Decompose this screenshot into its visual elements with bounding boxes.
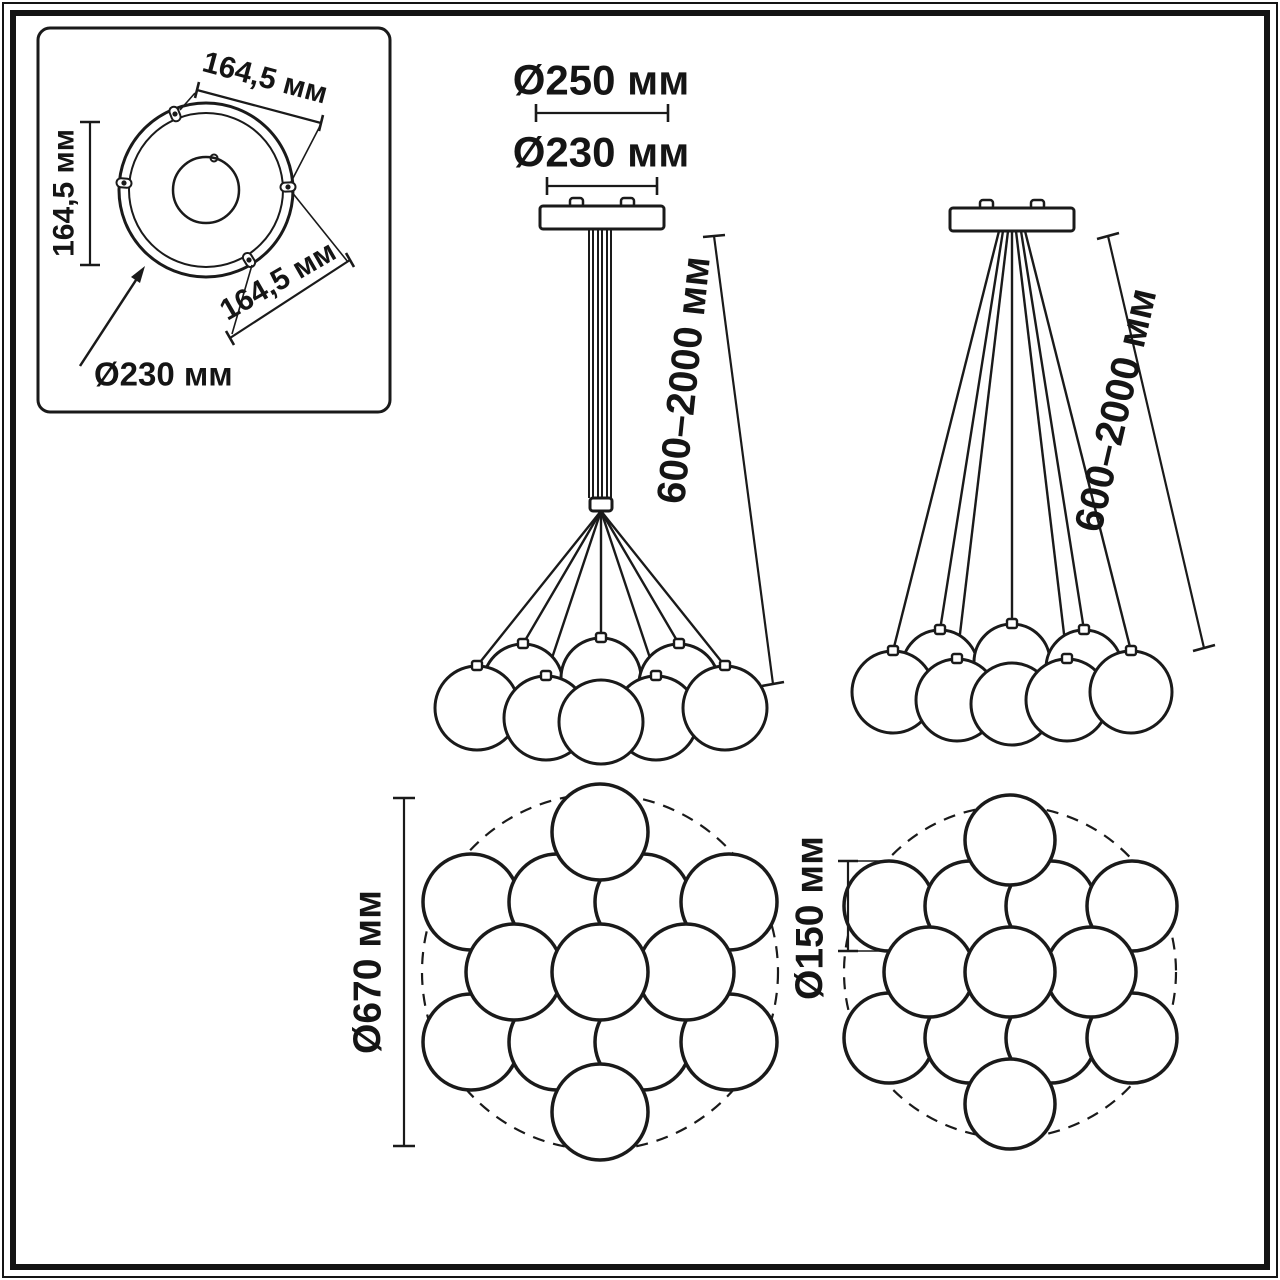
cable xyxy=(600,510,726,667)
canopy-body xyxy=(538,204,666,231)
ball-fitting xyxy=(1124,644,1138,657)
dim-label-canopy-outer: Ø250 мм xyxy=(513,57,690,104)
bottom-view-large: Ø670 мм xyxy=(347,782,780,1162)
cable xyxy=(521,510,603,645)
dimension-suspension-rod: 600–2000 мм xyxy=(649,233,785,688)
glass-ball xyxy=(550,922,650,1022)
dimension-canopy-outer xyxy=(534,104,670,122)
mount-plate-top-view xyxy=(115,101,297,279)
cable xyxy=(1023,230,1133,652)
glass-ball xyxy=(882,925,976,1019)
cables xyxy=(891,230,1133,660)
cable xyxy=(599,510,681,645)
canopy-body xyxy=(948,206,1076,233)
ball-fitting xyxy=(594,631,608,644)
dimension-plate-diameter: Ø230 мм xyxy=(78,266,233,393)
ball-fitting xyxy=(470,659,484,672)
dim-label-hole-spacing-left: 164,5 мм xyxy=(48,129,81,257)
cable xyxy=(599,510,658,677)
cable xyxy=(476,510,602,667)
cable xyxy=(891,230,1001,652)
dim-label-cluster-diameter: Ø670 мм xyxy=(347,890,390,1054)
wire-bundle-rod xyxy=(588,229,614,513)
glass-ball xyxy=(550,1062,650,1162)
cable xyxy=(1014,230,1069,660)
mount-hole xyxy=(115,177,133,189)
cable xyxy=(544,510,603,677)
dimension-suspension-cascade: 600–2000 мм xyxy=(1067,231,1216,653)
dim-label-canopy-inner: Ø230 мм xyxy=(513,129,690,176)
arrowhead xyxy=(131,266,145,283)
glass-ball xyxy=(1088,649,1174,735)
ball-fitting xyxy=(933,623,947,636)
cables xyxy=(476,510,726,677)
glass-ball xyxy=(636,922,736,1022)
ball-cluster-front xyxy=(850,622,1174,747)
ball-fitting xyxy=(1005,617,1019,630)
ball-fitting xyxy=(516,637,530,650)
front-view-rod: Ø250 мм Ø230 мм xyxy=(433,57,785,766)
ball-fitting xyxy=(1060,652,1074,665)
dim-label-suspension-cascade: 600–2000 мм xyxy=(1067,284,1166,536)
mount-hole xyxy=(168,105,182,123)
cable xyxy=(955,230,1010,660)
glass-ball xyxy=(963,793,1057,887)
glass-ball xyxy=(1044,925,1138,1019)
mount-hole xyxy=(241,251,257,269)
glass-ball xyxy=(963,925,1057,1019)
ceiling-canopy xyxy=(538,196,666,231)
cable xyxy=(938,230,1005,631)
glass-ball xyxy=(550,782,650,882)
bottom-view-small: Ø150 мм xyxy=(789,793,1179,1151)
ball-fitting xyxy=(1077,623,1091,636)
dimension-canopy-inner xyxy=(545,177,659,195)
ball-cluster-front xyxy=(433,636,769,766)
ball-fittings xyxy=(886,617,1138,665)
ceiling-canopy xyxy=(948,198,1076,233)
dim-label-hole-spacing-bottom: 164,5 мм xyxy=(214,235,341,327)
ball-fitting xyxy=(672,637,686,650)
ball-fittings xyxy=(470,631,732,682)
dim-label-plate-diameter: Ø230 мм xyxy=(94,356,233,393)
glass-ball xyxy=(963,1057,1057,1151)
dim-label-hole-spacing-top: 164,5 мм xyxy=(199,46,331,111)
mount-plate-inset: 164,5 мм 164,5 мм 164,5 мм Ø230 мм xyxy=(36,26,392,414)
ball-cluster-bottom xyxy=(842,793,1179,1151)
dimension-hole-spacing-bottom: 164,5 мм xyxy=(214,190,356,346)
ball-fitting xyxy=(539,669,553,682)
ball-fitting xyxy=(950,652,964,665)
dimension-cluster-diameter: Ø670 мм xyxy=(347,796,415,1148)
plate-inner-circle xyxy=(128,112,284,268)
dim-label-suspension-rod: 600–2000 мм xyxy=(649,254,719,506)
front-view-cascade: 600–2000 мм xyxy=(850,198,1216,747)
cable xyxy=(1019,230,1086,631)
dim-label-ball-diameter: Ø150 мм xyxy=(789,836,832,1000)
dimension-ball-diameter: Ø150 мм xyxy=(789,836,886,1000)
glass-ball xyxy=(464,922,564,1022)
inner-border xyxy=(10,10,1270,1270)
ball-cluster-bottom xyxy=(421,782,779,1162)
mount-hole xyxy=(279,181,297,193)
plate-center-hole xyxy=(171,155,241,225)
ball-fitting xyxy=(649,669,663,682)
plate-outer-circle xyxy=(117,101,295,279)
ball-fitting xyxy=(886,644,900,657)
ball-fitting xyxy=(718,659,732,672)
inset-frame xyxy=(36,26,392,414)
plate-small-hole xyxy=(209,153,219,163)
dimension-hole-spacing-left: 164,5 мм xyxy=(48,120,100,267)
bundle-collar xyxy=(588,496,614,513)
glass-ball xyxy=(681,664,769,752)
glass-ball xyxy=(557,678,645,766)
